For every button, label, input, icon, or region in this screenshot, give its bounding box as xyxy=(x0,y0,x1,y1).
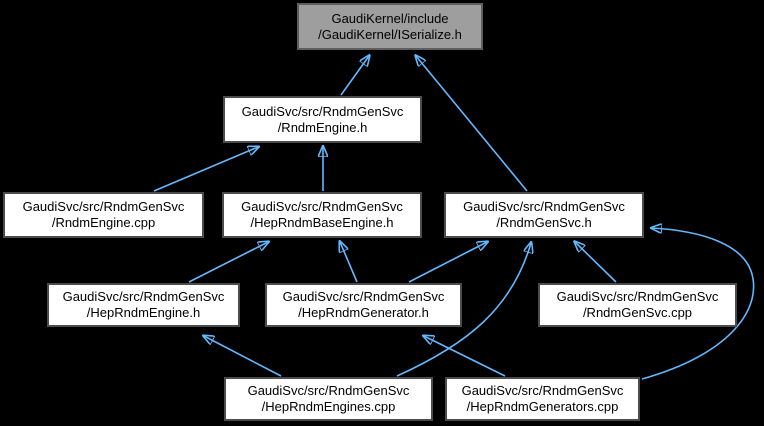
edge-heprndmengine-h-to-heprndmbaseengine-h xyxy=(188,242,268,283)
edge-rndmengine-cpp-to-rndmengine-h xyxy=(153,147,258,192)
node-label-line1: GaudiSvc/src/RndmGenSvc xyxy=(62,289,225,304)
node-heprndmengines-cpp[interactable]: GaudiSvc/src/RndmGenSvc /HepRndmEngines.… xyxy=(224,377,433,421)
node-rndmengine-cpp[interactable]: GaudiSvc/src/RndmGenSvc /RndmEngine.cpp xyxy=(3,192,204,238)
node-rndmgensvc-h[interactable]: GaudiSvc/src/RndmGenSvc /RndmGenSvc.h xyxy=(444,192,644,238)
node-label-line1: GaudiSvc/src/RndmGenSvc xyxy=(247,383,410,398)
node-label-line2: /HepRndmEngines.cpp xyxy=(261,399,396,414)
node-heprndmgenerators-cpp[interactable]: GaudiSvc/src/RndmGenSvc /HepRndmGenerato… xyxy=(445,377,640,421)
node-label-line2: /GaudiKernel/ISerialize.h xyxy=(318,26,462,42)
node-label-line2: /HepRndmGenerator.h xyxy=(298,305,429,320)
node-label-line2: /HepRndmGenerators.cpp xyxy=(466,399,619,414)
node-label-line2: /HepRndmBaseEngine.h xyxy=(250,215,394,230)
node-label-line1: GaudiSvc/src/RndmGenSvc xyxy=(241,199,403,214)
node-rndmengine-h[interactable]: GaudiSvc/src/RndmGenSvc /RndmEngine.h xyxy=(223,96,422,143)
node-label-line2: /RndmGenSvc.cpp xyxy=(582,305,693,320)
node-iserialize-h[interactable]: GaudiKernel/include /GaudiKernel/ISerial… xyxy=(297,3,483,50)
edge-heprndmgenerator-h-to-heprndmbaseengine-h xyxy=(340,242,358,283)
edge-heprndmengines-cpp-to-heprndmengine-h xyxy=(204,336,282,377)
node-heprndmbaseengine-h[interactable]: GaudiSvc/src/RndmGenSvc /HepRndmBaseEngi… xyxy=(222,192,422,238)
edge-rndmengine-h-to-iserialize xyxy=(340,56,369,96)
node-label-line2: /RndmGenSvc.h xyxy=(496,215,592,230)
node-label-line1: GaudiKernel/include xyxy=(331,10,449,26)
node-label-line1: GaudiSvc/src/RndmGenSvc xyxy=(22,199,185,214)
node-label-line1: GaudiSvc/src/RndmGenSvc xyxy=(556,289,719,304)
edge-heprndmgenerator-h-to-rndmgensvc-h xyxy=(408,242,487,283)
node-label-line1: GaudiSvc/src/RndmGenSvc xyxy=(241,103,404,119)
edge-rndmgensvc-cpp-to-rndmgensvc-h xyxy=(575,242,617,283)
node-label-line2: /HepRndmEngine.h xyxy=(86,305,201,320)
node-heprndmengine-h[interactable]: GaudiSvc/src/RndmGenSvc /HepRndmEngine.h xyxy=(47,283,240,327)
edge-heprndmengines-cpp-to-rndmgensvc-h xyxy=(396,243,531,377)
node-label-line2: /RndmEngine.h xyxy=(277,119,368,135)
node-label-line1: GaudiSvc/src/RndmGenSvc xyxy=(463,199,625,214)
edge-heprndmgenerators-cpp-to-heprndmgenerator-h xyxy=(424,336,506,377)
node-label-line1: GaudiSvc/src/RndmGenSvc xyxy=(282,289,445,304)
node-label-line1: GaudiSvc/src/RndmGenSvc xyxy=(461,383,624,398)
edge-heprndmgenerators-cpp-to-rndmgensvc-h-curve xyxy=(641,228,755,380)
edge-rndmgensvc-h-to-iserialize xyxy=(416,56,528,192)
node-label-line2: /RndmEngine.cpp xyxy=(51,215,156,230)
node-heprndmgenerator-h[interactable]: GaudiSvc/src/RndmGenSvc /HepRndmGenerato… xyxy=(265,283,462,327)
node-rndmgensvc-cpp[interactable]: GaudiSvc/src/RndmGenSvc /RndmGenSvc.cpp xyxy=(538,283,737,327)
